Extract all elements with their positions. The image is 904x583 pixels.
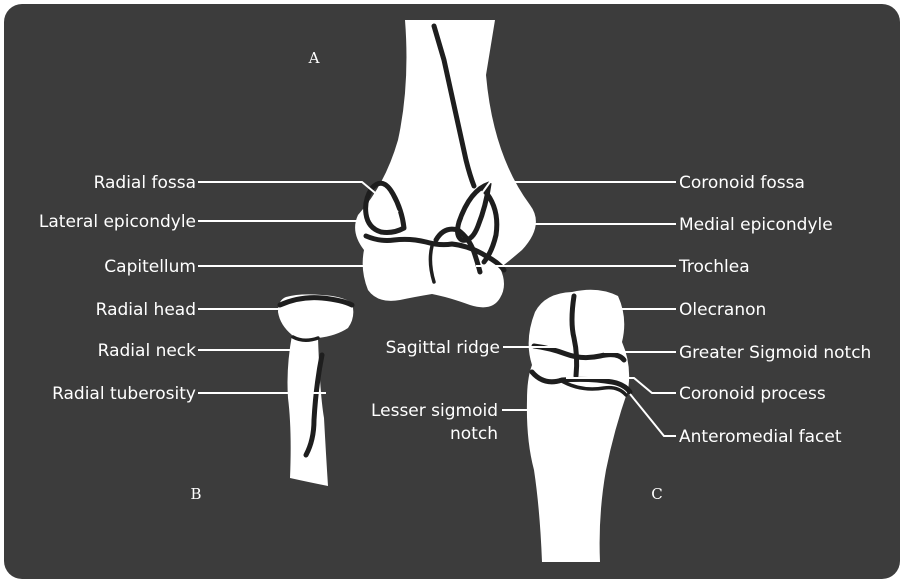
label-coronoid-fossa: Coronoid fossa	[679, 173, 805, 193]
label-lateral-epicondyle: Lateral epicondyle	[39, 212, 196, 232]
label-lesser-sigmoid-notch-line2: notch	[450, 424, 498, 444]
label-trochlea: Trochlea	[678, 257, 750, 277]
label-greater-sigmoid-notch: Greater Sigmoid notch	[679, 343, 871, 363]
label-olecranon: Olecranon	[679, 300, 766, 320]
label-coronoid-process: Coronoid process	[679, 384, 826, 404]
label-capitellum: Capitellum	[104, 257, 196, 277]
label-lesser-sigmoid-notch-line1: Lesser sigmoid	[371, 401, 498, 421]
label-radial-neck: Radial neck	[98, 341, 196, 361]
label-sagittal-ridge: Sagittal ridge	[386, 338, 500, 358]
label-radial-fossa: Radial fossa	[94, 173, 196, 193]
panel-letter-c: C	[651, 485, 662, 503]
panel-letter-a: A	[308, 49, 320, 67]
label-anteromedial-facet: Anteromedial facet	[679, 427, 842, 447]
label-medial-epicondyle: Medial epicondyle	[679, 215, 833, 235]
panel-letter-b: B	[190, 485, 201, 503]
label-radial-tuberosity: Radial tuberosity	[52, 384, 196, 404]
label-radial-head: Radial head	[96, 300, 196, 320]
